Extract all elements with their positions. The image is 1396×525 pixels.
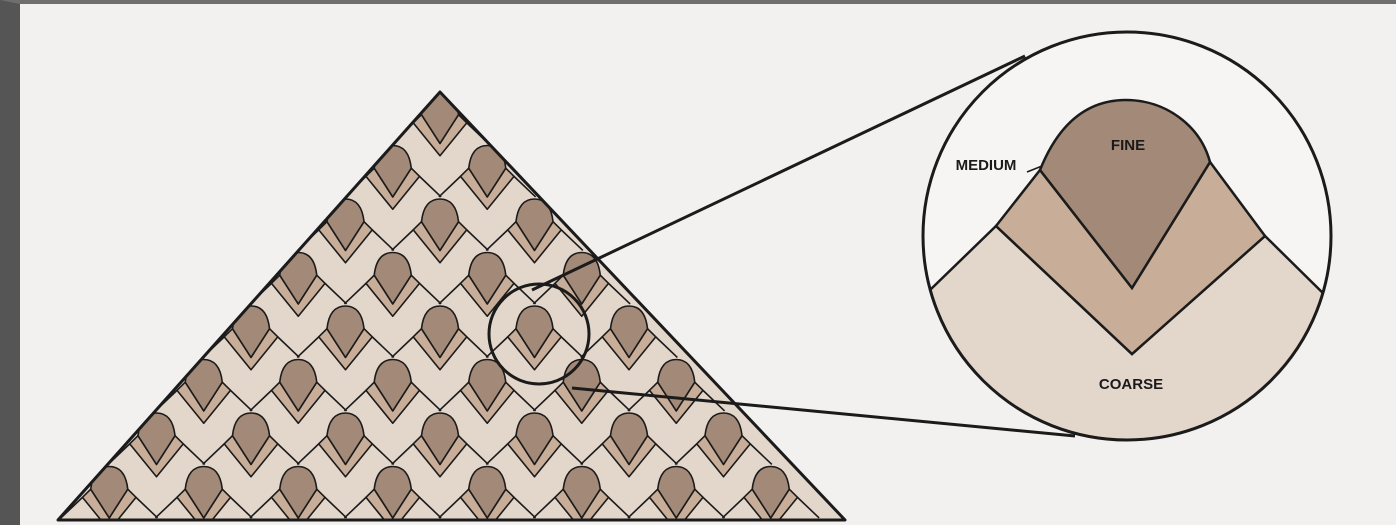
medium-label: MEDIUM — [956, 157, 1017, 174]
fine-label: FINE — [1111, 137, 1145, 154]
graded-bedding-pyramid — [58, 92, 845, 525]
zoom-detail: FINE MEDIUM COARSE — [910, 32, 1340, 460]
coarse-label: COARSE — [1099, 376, 1163, 393]
